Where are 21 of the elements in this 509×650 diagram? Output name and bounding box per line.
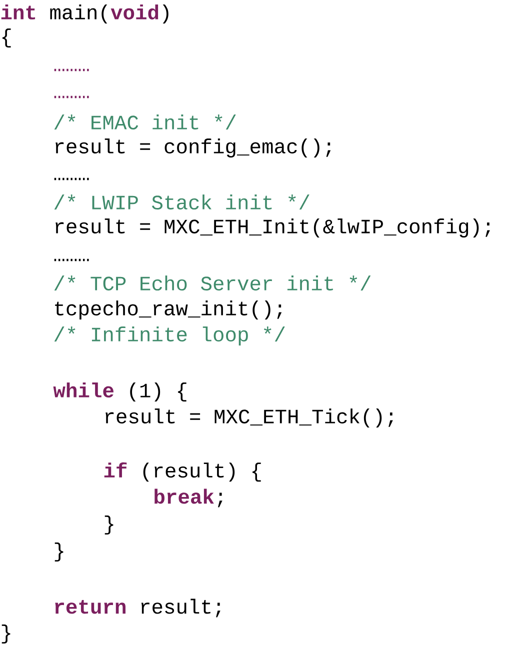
code-line: ……… <box>54 96 89 98</box>
code-line: ……… <box>54 258 89 262</box>
code-line: ……… <box>54 178 89 180</box>
code-line: int main(void) <box>1 4 168 24</box>
code-line: result = config_emac(); <box>56 138 331 158</box>
code-line: result = MXC_ETH_Tick(); <box>106 408 393 428</box>
code-line: /* TCP Echo Server init */ <box>54 276 371 290</box>
code-line: { <box>2 28 11 48</box>
code-line: } <box>104 515 114 535</box>
code-line: if (result) { <box>104 462 261 482</box>
code-line: while (1) { <box>53 382 186 402</box>
code-line: return result; <box>55 598 220 618</box>
code-line: tcpecho_raw_init(); <box>55 300 282 320</box>
code-line: } <box>54 542 64 562</box>
code-line: result = MXC_ETH_Init(&lwIP_config); <box>56 218 490 238</box>
code-line: ……… <box>54 68 89 72</box>
code-line: /* LWIP Stack init */ <box>54 194 310 210</box>
code-line: break; <box>154 488 222 508</box>
code-line: /* EMAC init */ <box>54 114 236 130</box>
code-line: } <box>2 624 10 644</box>
code-line: /* Infinite loop */ <box>54 326 285 346</box>
